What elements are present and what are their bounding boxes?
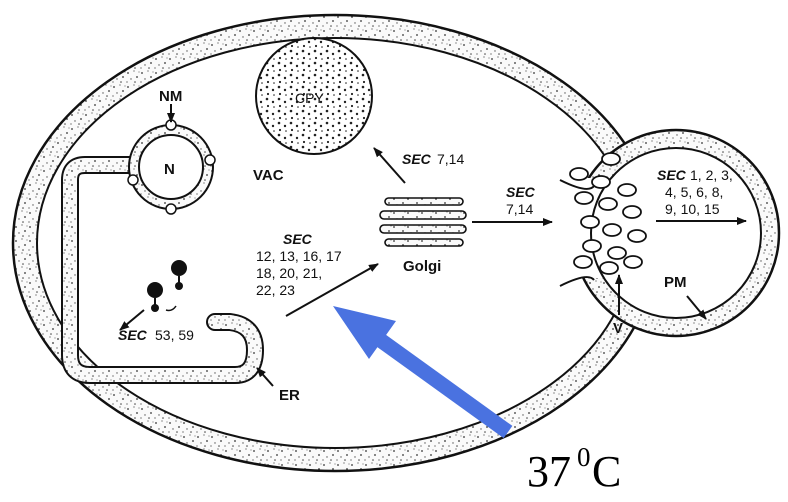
label-golgi: Golgi: [403, 258, 441, 275]
svg-text:0: 0: [577, 442, 591, 472]
temperature-label: 37 0 C: [527, 442, 621, 496]
svg-text:53, 59: 53, 59: [155, 327, 194, 343]
label-v: V: [613, 320, 623, 337]
svg-text:22, 23: 22, 23: [256, 282, 295, 298]
sec-er-exit-label: SEC 53, 59: [118, 327, 194, 343]
svg-text:SEC: SEC: [506, 184, 536, 200]
label-er: ER: [279, 387, 300, 404]
svg-text:7,14: 7,14: [506, 201, 533, 217]
svg-text:4, 5, 6, 8,: 4, 5, 6, 8,: [665, 184, 723, 200]
label-cpy: CPY: [295, 90, 324, 106]
label-vac: VAC: [253, 167, 284, 184]
svg-text:12, 13, 16, 17: 12, 13, 16, 17: [256, 248, 342, 264]
label-nm: NM: [159, 88, 182, 105]
svg-text:SEC: SEC: [118, 327, 148, 343]
svg-text:SEC: SEC: [402, 151, 432, 167]
label-pm: PM: [664, 274, 687, 291]
svg-text:C: C: [592, 447, 621, 496]
svg-text:7,14: 7,14: [437, 151, 464, 167]
svg-text:SEC: SEC: [657, 167, 687, 183]
sec-golgi-bud-label: SEC 7,14: [506, 184, 536, 217]
svg-text:37: 37: [527, 447, 571, 496]
svg-text:SEC: SEC: [283, 231, 313, 247]
svg-text:9, 10, 15: 9, 10, 15: [665, 201, 720, 217]
svg-text:18, 20, 21,: 18, 20, 21,: [256, 265, 322, 281]
label-nucleus: N: [164, 161, 175, 178]
svg-text:1, 2, 3,: 1, 2, 3,: [690, 167, 733, 183]
